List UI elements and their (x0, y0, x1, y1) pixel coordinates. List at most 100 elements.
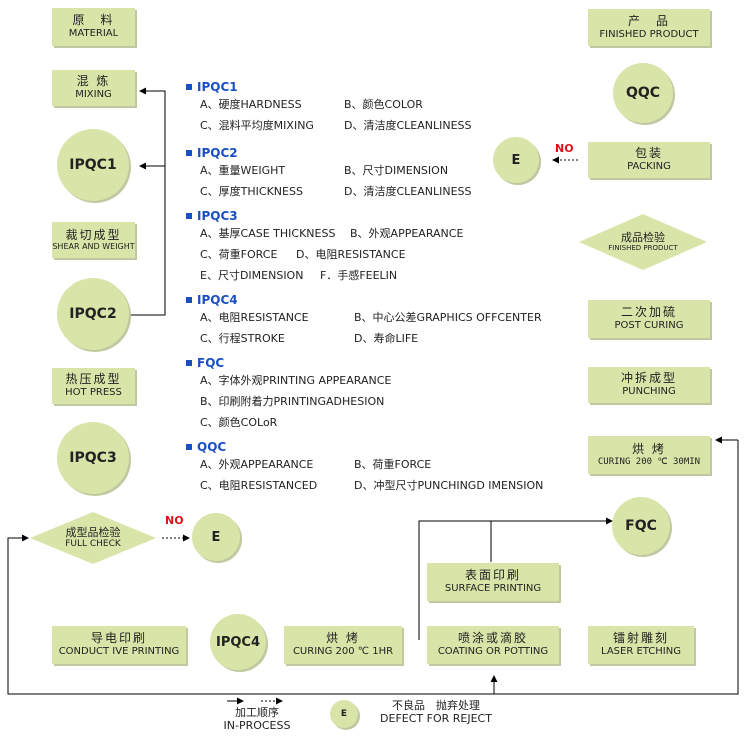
spec-item: C、电阻RESISTANCED (200, 479, 318, 492)
spec-item: D、电阻RESISTANCE (296, 248, 406, 261)
surface-en: SURFACE PRINTING (444, 583, 542, 595)
spec-item: A、重量WEIGHT (200, 164, 286, 177)
finished-en: FINISHED PRODUCT (599, 28, 699, 40)
surface-printing-box: 表面印刷 SURFACE PRINTING (427, 563, 559, 601)
finished-product-box: 产 品 FINISHED PRODUCT (588, 9, 710, 46)
spec-item: D、冲型尺寸PUNCHINGD IMENSION (354, 479, 544, 492)
spec-item: B、尺寸DIMENSION (344, 164, 449, 177)
spec-title: QQC (186, 440, 576, 454)
coating-box: 喷涂或滴胶 COATING OR POTTING (427, 626, 559, 664)
spec-item: A、电阻RESISTANCE (200, 311, 309, 324)
spec-item: B、中心公差GRAPHICS OFFCENTER (354, 311, 542, 324)
laser-en: LASER ETCHING (601, 646, 681, 658)
spec-item: A、硬度HARDNESS (200, 98, 302, 111)
shear-box: 裁切成型 SHEAR AND WEIGHT (52, 222, 135, 258)
laser-etching-box: 镭射雕刻 LASER ETCHING (588, 626, 694, 664)
spec-item: D、清洁度CLEANLINESS (344, 119, 472, 132)
spec-item: C、荷重FORCE (200, 248, 278, 261)
punching-zh: 冲拆成型 (620, 371, 677, 386)
full-check-reject-circle: E (192, 513, 240, 561)
ipqc1-circle: IPQC1 (57, 129, 129, 201)
post-curing-box: 二次加硫 POST CURING (588, 300, 710, 338)
surface-zh: 表面印刷 (464, 568, 521, 583)
spec-title: IPQC4 (186, 293, 576, 307)
shear-en: SHEAR AND WEIGHT (52, 242, 135, 252)
spec-title: IPQC1 (186, 80, 576, 94)
full-check-no-label: NO (165, 514, 184, 527)
coating-en: COATING OR POTTING (437, 646, 549, 658)
finished-check-en: FINISHED PRODUCT (608, 244, 678, 253)
hot-press-box: 热压成型 HOT PRESS (52, 368, 135, 404)
curing-zh: 烘 烤 (326, 631, 360, 646)
ipqc2-circle: IPQC2 (57, 278, 129, 350)
spec-item: C、混料平均度MIXING (200, 119, 314, 132)
curing2-box: 烘 烤 CURING 200 ℃ 30MIN (588, 436, 710, 474)
material-box: 原 料 MATERIAL (52, 8, 135, 46)
qqc-circle: QQC (613, 63, 673, 123)
spec-item: D、寿命LIFE (354, 332, 419, 345)
mixing-en: MIXING (75, 89, 112, 101)
legend-process-label-en: IN-PROCESS (223, 718, 291, 732)
laser-zh: 镭射雕刻 (612, 631, 669, 646)
hot-press-zh: 热压成型 (65, 372, 122, 387)
spec-item: B、荷重FORCE (354, 458, 432, 471)
spec-item: A、字体外观PRINTING APPEARANCE (200, 374, 392, 387)
post-curing-en: POST CURING (614, 320, 684, 332)
spec-fqc: FQC A、字体外观PRINTING APPEARANCE B、印刷附着力PRI… (186, 356, 576, 433)
bottom-loop-line (7, 440, 739, 695)
spec-ipqc1: IPQC1 A、硬度HARDNESS B、颜色COLOR C、混料平均度MIXIN… (186, 80, 576, 136)
ipqc3-circle: IPQC3 (57, 422, 129, 494)
spec-item: D、清洁度CLEANLINESS (344, 185, 472, 198)
spec-title: IPQC2 (186, 146, 576, 160)
conductive-en: CONDUCT IVE PRINTING (58, 646, 180, 658)
curing2-zh: 烘 烤 (632, 441, 666, 456)
legend-defect-label: 不良品 抛弃处理 (392, 699, 480, 712)
mixing-zh: 混 炼 (76, 74, 111, 89)
curing2-en: CURING 200 ℃ 30MIN (597, 456, 701, 467)
spec-item: C、行程STROKE (200, 332, 285, 345)
mixing-box: 混 炼 MIXING (52, 70, 135, 106)
spec-item: F．手感FEELIN (320, 269, 398, 282)
hot-press-en: HOT PRESS (65, 387, 122, 399)
spec-ipqc4: IPQC4 A、电阻RESISTANCE B、中心公差GRAPHICS OFFCE… (186, 293, 576, 349)
spec-item: C、颜色COLoR (200, 416, 278, 429)
spec-item: A、基厚CASE THICKNESS (200, 227, 336, 240)
finished-zh: 产 品 (627, 13, 670, 28)
spec-title: FQC (186, 356, 576, 370)
spec-item: B、印刷附着力PRINTINGADHESION (200, 395, 385, 408)
finished-check-zh: 成品检验 (620, 230, 665, 244)
spec-item: E、尺寸DIMENSION (200, 269, 304, 282)
post-curing-zh: 二次加硫 (620, 305, 677, 320)
material-zh: 原 料 (72, 13, 115, 28)
packing-en: PACKING (627, 161, 671, 173)
legend-defect: 不良品 抛弃处理 DEFECT FOR REJECT (366, 699, 506, 725)
conductive-zh: 导电印刷 (90, 631, 147, 646)
material-en: MATERIAL (68, 28, 119, 40)
legend-defect-label-en: DEFECT FOR REJECT (380, 711, 492, 725)
punching-box: 冲拆成型 PUNCHING (588, 367, 710, 403)
ipqc4-circle: IPQC4 (210, 614, 266, 670)
fqc-circle: FQC (612, 497, 670, 555)
spec-title: IPQC3 (186, 209, 576, 223)
ipqc2-to-mixing-line (130, 87, 166, 316)
full-check-diamond: 成型品检验 FULL CHECK (30, 512, 156, 564)
curing-en: CURING 200 ℃ 1HR (292, 646, 394, 658)
spec-ipqc2: IPQC2 A、重量WEIGHT B、尺寸DIMENSION C、厚度THICKN… (186, 146, 576, 202)
packing-box: 包装 PACKING (588, 142, 710, 178)
packing-zh: 包装 (634, 146, 663, 161)
shear-zh: 裁切成型 (65, 227, 122, 242)
legend-process: 加工顺序 IN-PROCESS (214, 706, 300, 732)
legend-defect-circle: E (330, 700, 358, 728)
punching-en: PUNCHING (622, 386, 676, 398)
spec-ipqc3: IPQC3 A、基厚CASE THICKNESS B、外观APPEARANCE C… (186, 209, 576, 286)
spec-item: C、厚度THICKNESS (200, 185, 303, 198)
spec-item: B、颜色COLOR (344, 98, 423, 111)
spec-item: B、外观APPEARANCE (350, 227, 464, 240)
coating-to-fqc (418, 517, 613, 640)
full-check-en: FULL CHECK (65, 539, 121, 550)
coating-zh: 喷涂或滴胶 (457, 631, 528, 646)
legend-process-label: 加工顺序 (235, 706, 279, 719)
packing-no-label: NO (555, 142, 574, 155)
